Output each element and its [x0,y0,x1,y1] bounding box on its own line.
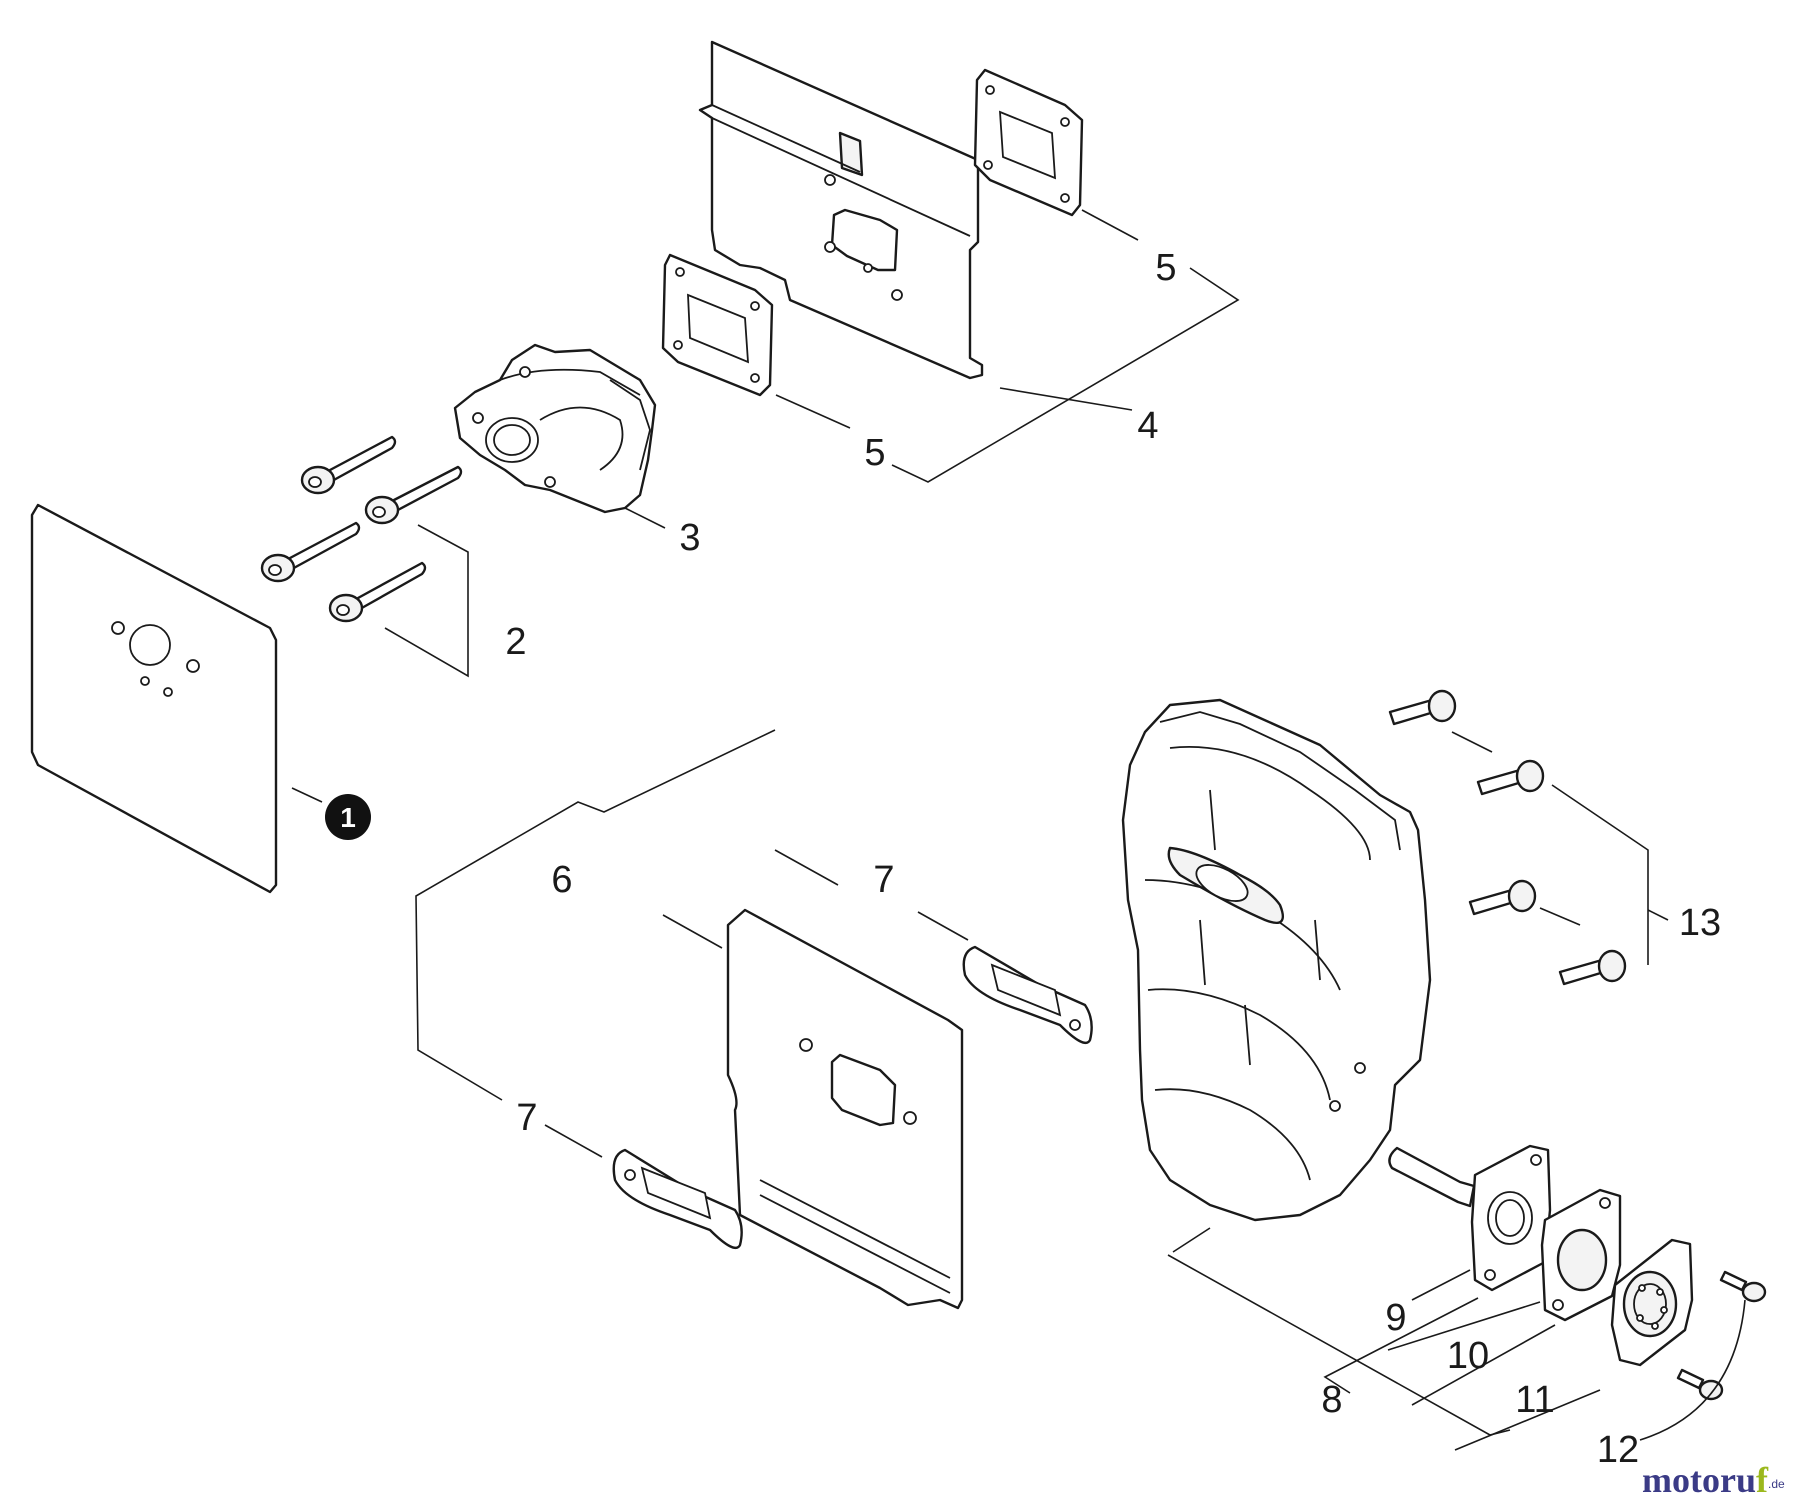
bolt [1388,689,1457,726]
bolt [328,561,427,623]
part-1-gasket-sheet [30,503,278,894]
callout-9-label: 9 [1385,1297,1406,1339]
bolt [364,465,463,525]
part-5-gasket-top [973,68,1084,217]
callout-4-label: 4 [1137,405,1158,447]
bolt [1468,879,1537,916]
screw [1719,1270,1767,1303]
callout-8-label: 8 [1321,1379,1342,1421]
part-9-outlet-pipe [1388,1144,1552,1292]
callout-12-label: 12 [1597,1429,1639,1471]
bolt [260,521,361,583]
callout-10-label: 10 [1447,1335,1489,1377]
watermark-tld: .de [1768,1477,1785,1491]
callout-13-label: 13 [1679,902,1721,944]
svg-text:motoruf.de: motoruf.de [1642,1460,1785,1500]
callout-7-bottom-label: 7 [516,1097,537,1139]
bolt [1558,949,1627,986]
part-6-heat-shield [726,908,964,1310]
leader-lines [291,209,1746,1451]
callout-1-label: 1 [340,802,356,833]
part-4-heat-shield [698,40,984,380]
watermark-main: motoru [1642,1460,1756,1500]
part-5-gasket-mid [661,253,774,397]
part-3-flange-manifold [453,343,657,514]
watermark-logo: motoruf.de [1642,1460,1785,1500]
part-10-gasket [1540,1188,1622,1322]
part-11-arrestor-cap [1610,1238,1694,1367]
callout-7-top-label: 7 [873,859,894,901]
callout-2-label: 2 [505,621,526,663]
screw [1676,1368,1724,1401]
bolt [300,435,397,495]
part-7-gasket-lower [612,1148,743,1250]
watermark-accent: f [1756,1460,1769,1500]
callout-11-label: 11 [1515,1379,1554,1421]
callout-3-label: 3 [679,517,700,559]
part-7-gasket-upper [962,945,1093,1045]
part-13-bolts [1388,689,1627,986]
callout-6-label: 6 [551,859,572,901]
callout-5-mid-label: 5 [864,432,885,474]
callout-5-top-label: 5 [1155,247,1176,289]
bolt [1476,759,1545,796]
part-2-bolts [260,435,463,623]
part-8-muffler [1121,698,1432,1222]
callout-1: 1 [325,794,371,840]
